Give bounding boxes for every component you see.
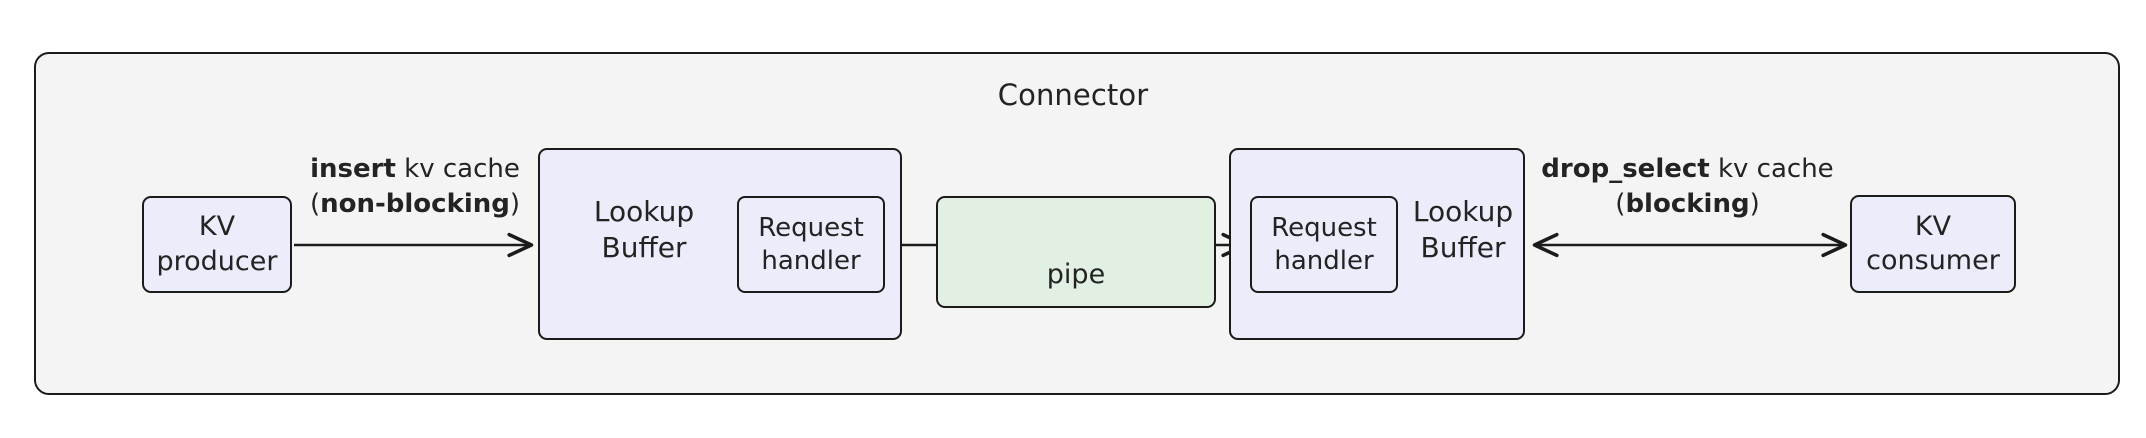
lookup-buffer-left-label: Lookup Buffer: [593, 195, 695, 265]
edge-label-drop-select-close-paren: ): [1749, 188, 1760, 219]
kv-consumer-node[interactable]: KV consumer: [1850, 195, 2016, 293]
edge-label-insert-close-paren: ): [509, 188, 521, 219]
edge-label-insert-line2: (non-blocking): [292, 187, 538, 222]
edge-label-drop-select-op: drop_select: [1541, 154, 1710, 184]
pipe-node[interactable]: pipe: [936, 196, 1216, 308]
lookup-buffer-right-label: Lookup Buffer: [1412, 195, 1514, 265]
edge-label-insert-object: kv cache: [395, 154, 520, 184]
edge-label-insert: insert kv cache (non-blocking): [292, 152, 538, 221]
kv-producer-label: KV producer: [156, 211, 278, 277]
edge-label-drop-select-line2: (blocking): [1525, 187, 1850, 222]
request-handler-left-node[interactable]: Request handler: [737, 196, 885, 293]
kv-producer-node[interactable]: KV producer: [142, 196, 292, 293]
edge-label-drop-select: drop_select kv cache (blocking): [1525, 152, 1850, 221]
edge-label-insert-line1: insert kv cache: [292, 152, 538, 187]
request-handler-right-node[interactable]: Request handler: [1250, 196, 1398, 293]
edge-label-drop-select-mode: blocking: [1625, 188, 1750, 219]
pipe-label: pipe: [1046, 258, 1106, 290]
edge-label-drop-select-line1: drop_select kv cache: [1525, 152, 1850, 187]
edge-label-drop-select-object: kv cache: [1709, 154, 1834, 184]
request-handler-left-label: Request handler: [758, 212, 864, 276]
edge-label-insert-op: insert: [310, 154, 396, 184]
edge-label-insert-open-paren: (: [309, 188, 321, 219]
edge-label-drop-select-open-paren: (: [1615, 188, 1626, 219]
edge-label-insert-mode: non-blocking: [320, 188, 510, 219]
request-handler-right-label: Request handler: [1271, 212, 1377, 276]
kv-consumer-label: KV consumer: [1866, 210, 2000, 276]
connector-title: Connector: [997, 78, 1149, 112]
